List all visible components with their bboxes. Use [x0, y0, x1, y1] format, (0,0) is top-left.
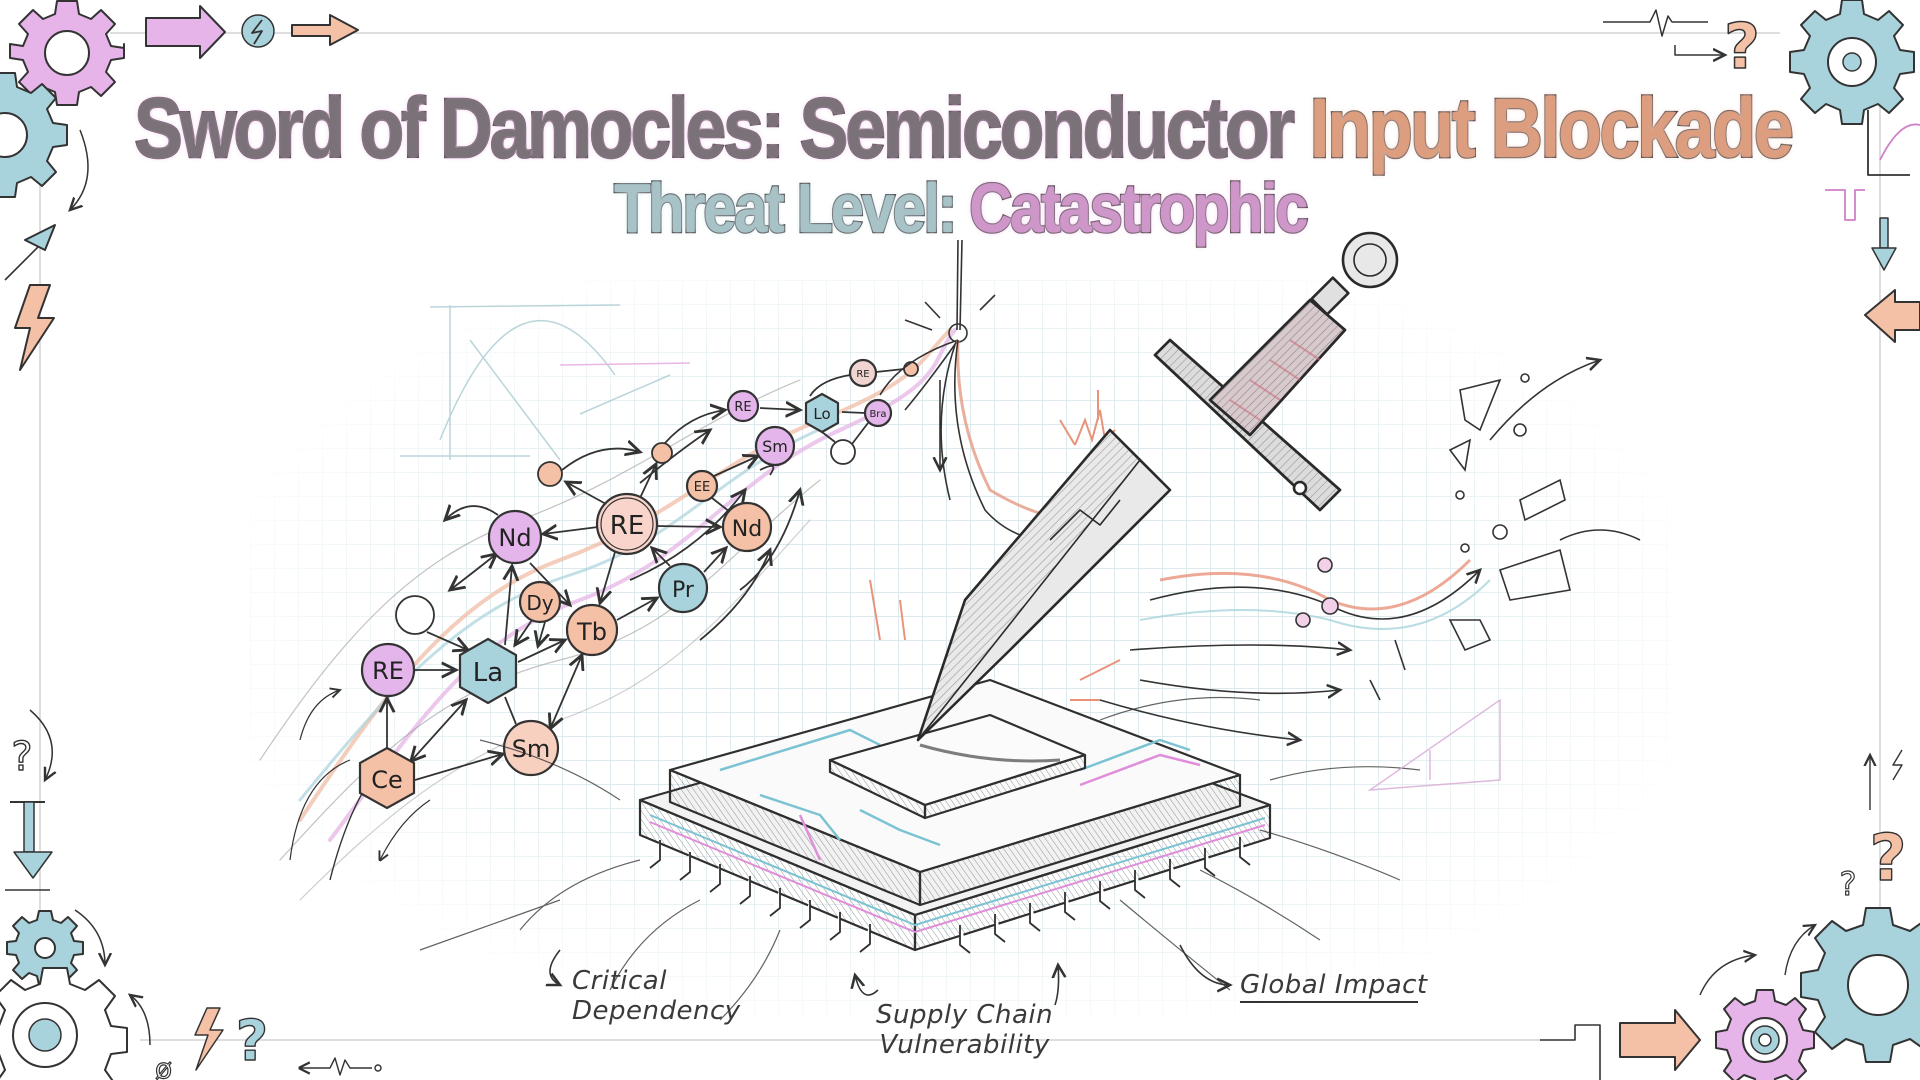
- annotation-line: Supply Chain: [876, 1000, 1054, 1030]
- step-line-icon: [1540, 1024, 1601, 1080]
- question-mark-icon: ?: [1869, 822, 1906, 896]
- annotation-line: Global Impact: [1240, 970, 1428, 1000]
- node-nd-orange: Nd: [721, 501, 773, 553]
- node-pr: Pr: [657, 562, 709, 614]
- svg-text:Bra: Bra: [869, 409, 886, 420]
- lightning-icon: [14, 284, 55, 371]
- annotation-global-impact: Global Impact: [1240, 970, 1428, 1000]
- annotation-arrows: [550, 944, 1418, 1006]
- annotation-line: Vulnerability: [879, 1030, 1050, 1060]
- svg-text:Dy: Dy: [526, 591, 553, 615]
- shatter-stream: [1099, 360, 1641, 740]
- frame-lines: [39, 32, 1881, 1050]
- arrow-right-icon: [145, 5, 226, 59]
- arrow-down-icon: [5, 801, 53, 891]
- svg-text:La: La: [473, 658, 503, 688]
- node-re-small: RE: [726, 389, 760, 423]
- decor-bottom-left: ? ? ø: [0, 709, 382, 1080]
- sigmoid-icon: [1879, 123, 1920, 161]
- question-mark-icon: ?: [11, 734, 32, 780]
- svg-text:Lo: Lo: [813, 405, 830, 423]
- svg-text:RE: RE: [372, 657, 404, 685]
- svg-text:Tb: Tb: [576, 618, 607, 646]
- network-dots: [395, 361, 919, 635]
- background-sketch-triangle: [1367, 698, 1501, 791]
- node-re-purple: RE: [360, 642, 416, 698]
- node-lo: Lo: [804, 392, 840, 434]
- curved-arrow-icon: [70, 129, 89, 210]
- microchip: [419, 678, 1421, 1021]
- arrow-down-icon: [1871, 217, 1897, 271]
- curved-arrow-icon: [130, 995, 151, 1046]
- node-re-large: RE: [595, 492, 659, 556]
- main-title: Sword of Damocles: Semiconductor Input B…: [133, 80, 1795, 177]
- gear-icon: [0, 72, 68, 198]
- svg-text:RE: RE: [734, 400, 751, 415]
- lightning-icon: [1892, 749, 1903, 781]
- node-dy: Dy: [518, 580, 562, 624]
- pulse-icon: [1825, 189, 1865, 221]
- annotation-line: Critical: [572, 966, 667, 996]
- decor-top-right: ?: [1603, 0, 1920, 343]
- arrow-diagonal-icon: [4, 224, 56, 281]
- gear-icon: [0, 967, 128, 1080]
- threat-level-value: Catastrophic: [968, 168, 1310, 249]
- gear-icon: [9, 0, 125, 106]
- background-sketch-graph: [400, 304, 691, 461]
- annotation-line: Dependency: [572, 996, 741, 1026]
- lightning-icon: [194, 1007, 224, 1071]
- question-mark-icon: ?: [236, 1009, 268, 1074]
- svg-text:Nd: Nd: [498, 524, 531, 552]
- node-sm-orange: Sm: [502, 719, 560, 777]
- node-la: La: [458, 637, 518, 705]
- curved-arrow-icon: [29, 709, 52, 780]
- arrow-right-icon: [1674, 45, 1725, 55]
- arrow-right-icon: [1619, 1009, 1701, 1071]
- node-tb: Tb: [565, 603, 619, 657]
- waveform-icon: [300, 1057, 372, 1076]
- svg-text:Pr: Pr: [672, 578, 695, 603]
- annotation-supply-chain-vulnerability: Supply Chain Vulnerability: [876, 1000, 1053, 1060]
- svg-text:Sm: Sm: [762, 437, 788, 456]
- gear-icon: [1800, 907, 1920, 1063]
- step-line-icon: [1867, 110, 1910, 176]
- gear-icon: [1789, 0, 1915, 125]
- curved-arrow-icon: [1699, 955, 1755, 996]
- node-re-tiny: RE: [848, 358, 878, 388]
- phi-icon: ø: [155, 1052, 172, 1080]
- svg-text:RE: RE: [856, 369, 869, 380]
- question-mark-icon: ?: [1840, 865, 1857, 903]
- decor-top-left: [0, 0, 359, 371]
- curved-arrow-icon: [74, 909, 105, 965]
- decor-bottom-right: ? ?: [1540, 749, 1920, 1080]
- node-sm-purple: Sm: [754, 425, 796, 467]
- curved-arrow-icon: [1784, 925, 1815, 976]
- network-edges: [289, 368, 905, 881]
- svg-text:RE: RE: [610, 511, 645, 541]
- svg-text:Sm: Sm: [512, 735, 551, 763]
- svg-text:Ce: Ce: [371, 766, 403, 794]
- gear-icon: [1715, 989, 1815, 1080]
- annotation-critical-dependency: Critical Dependency: [572, 966, 741, 1026]
- network-nodes: Nd RE Nd Pr Dy Tb: [358, 358, 893, 810]
- svg-text:Nd: Nd: [732, 517, 762, 542]
- lightning-circle-icon: [241, 14, 275, 48]
- node-nd-purple: Nd: [487, 509, 543, 565]
- node-bra: Bra: [863, 398, 893, 428]
- waveform-icon: [1603, 9, 1708, 37]
- question-mark-icon: ?: [1724, 10, 1760, 83]
- title-accent-text: Input Blockade: [1309, 80, 1795, 177]
- subtitle-threat-level: Threat Level: Catastrophic: [134, 168, 1785, 249]
- arrow-right-icon: [291, 14, 359, 46]
- arrow-left-icon: [1864, 289, 1920, 343]
- svg-text:EE: EE: [694, 480, 710, 495]
- sword: [916, 231, 1399, 763]
- node-ee: EE: [685, 469, 719, 503]
- node-ce: Ce: [358, 746, 416, 810]
- threat-level-label: Threat Level:: [613, 168, 959, 249]
- title-primary-text: Sword of Damocles: Semiconductor: [133, 80, 1295, 177]
